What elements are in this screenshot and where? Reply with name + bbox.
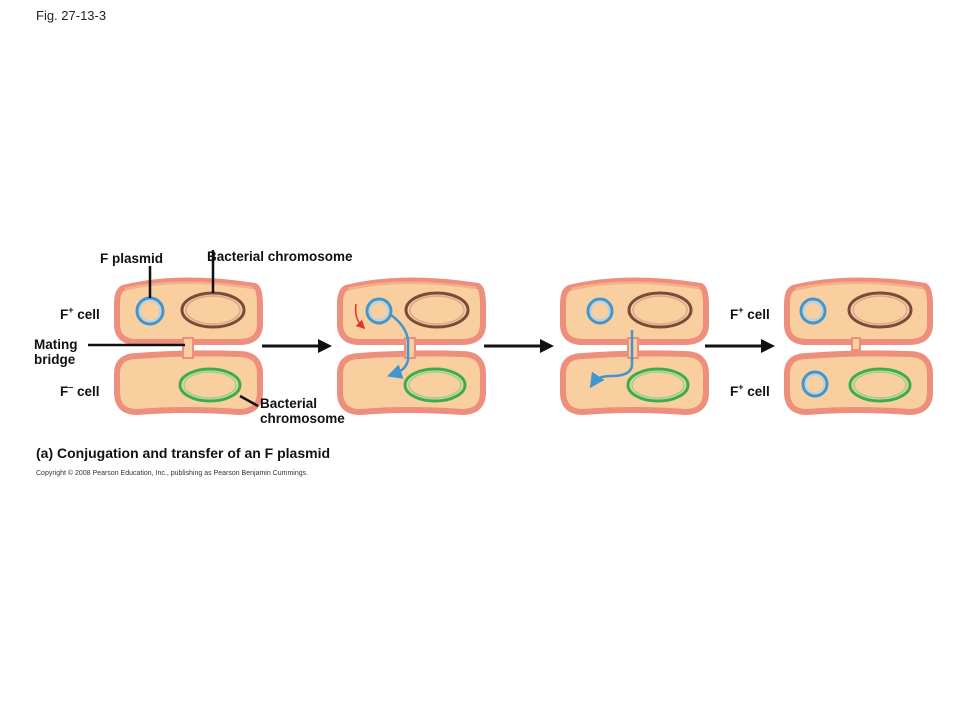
f-plus-cell-label-left: F+ cell (60, 305, 100, 322)
f-plus-cell-label-right-bottom: F+ cell (730, 382, 770, 399)
bottom-chromosome-leader (239, 394, 259, 408)
new-f-plasmid (801, 370, 829, 398)
stage-3 (563, 280, 706, 412)
rotation-arrow (354, 303, 366, 330)
copyright-notice: Copyright © 2008 Pearson Education, Inc.… (36, 469, 308, 477)
stage-1 (88, 250, 260, 412)
mating-bridge-label-line1: Mating (34, 337, 78, 352)
process-arrow-1 (262, 339, 332, 353)
mating-bridge (182, 337, 194, 359)
f-minus-cell-label: F– cell (60, 382, 100, 399)
bacterial-chromosome-label: Bacterial chromosome (207, 249, 353, 264)
transferring-strand (386, 313, 410, 379)
mating-bridge-label-line2: bridge (34, 352, 76, 367)
figure-caption: (a) Conjugation and transfer of an F pla… (36, 445, 330, 461)
process-arrow-2 (484, 339, 554, 353)
figure-number: Fig. 27-13-3 (36, 8, 107, 23)
stage-4 (787, 280, 930, 412)
stage-2 (340, 280, 483, 412)
f-plus-cell-label-right-top: F+ cell (730, 305, 770, 322)
f-plasmid-label: F plasmid (100, 251, 163, 266)
bacterial-chromosome-label-bottom-line1: Bacterial (260, 396, 317, 411)
bacterial-chromosome-label-bottom-line2: chromosome (260, 411, 345, 426)
recipient-chromosome (178, 367, 242, 403)
process-arrow-3 (705, 339, 775, 353)
